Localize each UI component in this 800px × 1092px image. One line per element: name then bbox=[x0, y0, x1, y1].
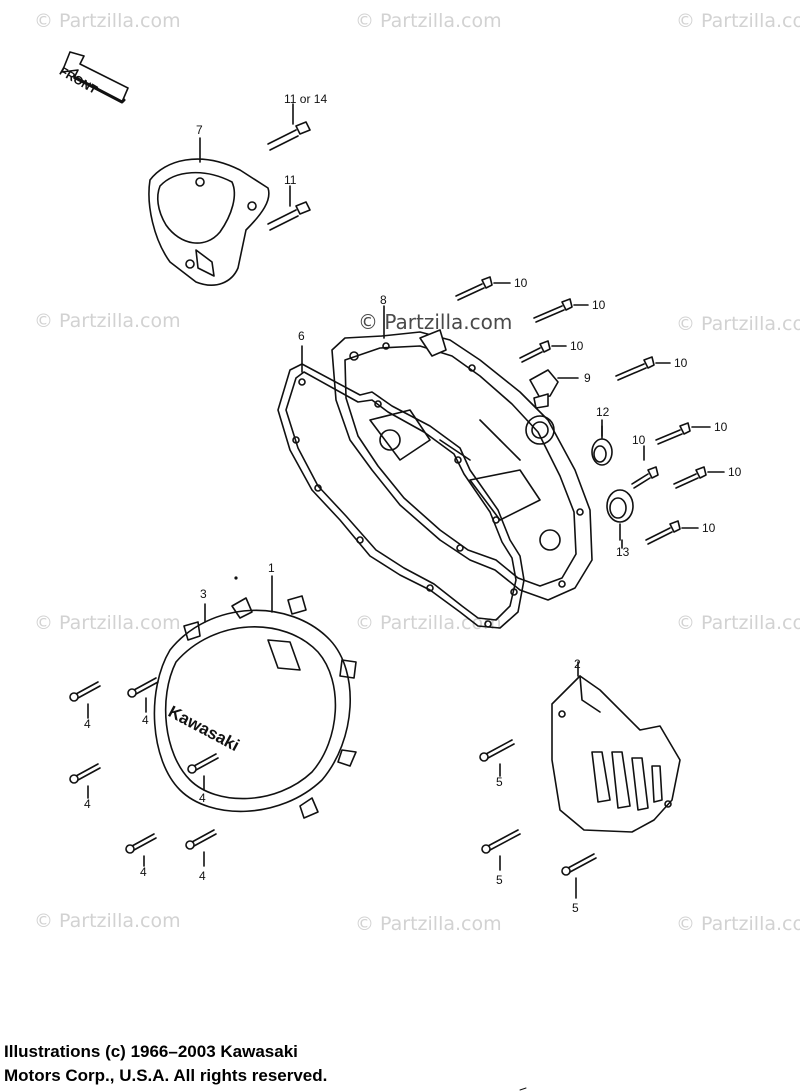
watermark: © Partzilla.com bbox=[34, 612, 181, 634]
callout-4: 4 bbox=[199, 869, 206, 883]
callout-4: 4 bbox=[199, 791, 206, 805]
callout-10: 10 bbox=[702, 521, 716, 535]
part-13-oil-seal-drawing bbox=[606, 489, 634, 541]
callout-4: 4 bbox=[84, 717, 91, 731]
watermark: © Partzilla.com bbox=[355, 913, 502, 935]
watermark: © Partzilla.com bbox=[676, 10, 800, 32]
callout-11-or-14: 11 or 14 bbox=[284, 92, 328, 106]
callout-leaders bbox=[199, 103, 623, 623]
callout-1: 1 bbox=[268, 561, 275, 575]
watermark: © Partzilla.com bbox=[34, 910, 181, 932]
callout-4: 4 bbox=[142, 713, 149, 727]
callout-5: 5 bbox=[496, 873, 503, 887]
part-2-sprocket-cover-drawing bbox=[551, 661, 681, 833]
callout-11: 11 bbox=[284, 173, 297, 187]
callout-10: 10 bbox=[674, 356, 688, 370]
bolt-11-or-14-drawing bbox=[267, 121, 311, 151]
callout-10: 10 bbox=[514, 276, 528, 290]
bolt-5-drawings bbox=[479, 739, 597, 899]
callout-13: 13 bbox=[616, 545, 630, 559]
watermark: © Partzilla.com bbox=[676, 913, 800, 935]
front-arrow-icon bbox=[61, 51, 129, 104]
copyright-line-2: Motors Corp., U.S.A. All rights reserved… bbox=[4, 1066, 328, 1085]
callout-9: 9 bbox=[584, 371, 591, 385]
callout-3: 3 bbox=[200, 587, 207, 601]
callout-12: 12 bbox=[596, 405, 610, 419]
bolt-10-drawings bbox=[455, 276, 725, 545]
watermark: © Partzilla.com bbox=[676, 612, 800, 634]
bolt-4-drawings bbox=[69, 677, 219, 867]
callout-10: 10 bbox=[728, 465, 742, 479]
callout-6: 6 bbox=[298, 329, 305, 343]
callout-4: 4 bbox=[140, 865, 147, 879]
callout-10: 10 bbox=[632, 433, 646, 447]
part-7-cover-drawing bbox=[148, 158, 270, 286]
callout-10: 10 bbox=[592, 298, 606, 312]
callout-8: 8 bbox=[380, 293, 387, 307]
callout-7: 7 bbox=[196, 123, 203, 137]
crankcase-cover-drawing bbox=[331, 329, 593, 601]
copyright-notice: Illustrations (c) 1966–2003 Kawasaki Mot… bbox=[4, 1040, 327, 1088]
watermark: © Partzilla.com bbox=[355, 612, 502, 634]
callout-2: 2 bbox=[574, 657, 581, 671]
copyright-line-1: Illustrations (c) 1966–2003 Kawasaki bbox=[4, 1042, 298, 1061]
callout-4: 4 bbox=[84, 797, 91, 811]
watermark: © Partzilla.com bbox=[34, 310, 181, 332]
watermark: © Partzilla.com bbox=[355, 10, 502, 32]
callout-5: 5 bbox=[496, 775, 503, 789]
watermark: © Partzilla.com bbox=[676, 313, 800, 335]
bolt-11-drawing bbox=[267, 201, 311, 231]
part-9-plug-drawing bbox=[529, 369, 579, 409]
part-6-gasket-drawing bbox=[277, 363, 525, 629]
callout-5: 5 bbox=[572, 901, 579, 915]
watermark: © Partzilla.com bbox=[34, 10, 181, 32]
callout-10: 10 bbox=[714, 420, 728, 434]
callout-10: 10 bbox=[570, 339, 584, 353]
